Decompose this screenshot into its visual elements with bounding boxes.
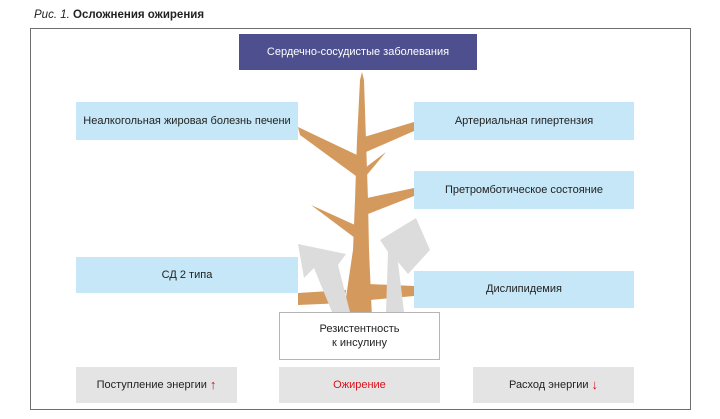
tree-branch-hypertension (364, 122, 414, 152)
box-insulin-resistance: Резистентность к инсулину (279, 312, 440, 360)
box-hypertension: Артериальная гипертензия (414, 102, 634, 140)
figure-caption: Рис. 1. Осложнения ожирения (34, 9, 204, 21)
box-cardiovascular: Сердечно-сосудистые заболевания (239, 34, 477, 70)
arrow-up-icon: ↑ (209, 376, 217, 392)
box-diabetes-label: СД 2 типа (161, 268, 213, 281)
obesity-label: Ожирение (333, 378, 386, 391)
figure-number: Рис. 1. (34, 9, 70, 21)
box-dyslipidemia-label: Дислипидемия (486, 283, 562, 296)
tree-branch-liver (298, 127, 357, 176)
grey-arrow-right (380, 218, 430, 312)
box-liver-disease: Неалкогольная жировая болезнь печени (76, 102, 298, 140)
figure-title: Осложнения ожирения (73, 9, 205, 21)
box-dyslipidemia: Дислипидемия (414, 271, 634, 308)
tree-twig-upper (365, 152, 386, 176)
box-energy-expense: Расход энергии ↓ (473, 367, 634, 403)
tree-branch-left-mid (311, 205, 355, 238)
box-liver-disease-label: Неалкогольная жировая болезнь печени (83, 114, 291, 127)
box-prothrombotic-label: Претромботическое состояние (445, 183, 603, 196)
energy-expense-label: Расход энергии (508, 378, 589, 391)
grey-arrow-left (298, 244, 350, 312)
tree-branch-prothrombotic (367, 188, 414, 214)
box-cardiovascular-label: Сердечно-сосудистые заболевания (266, 45, 450, 58)
energy-intake-label: Поступление энергии (96, 378, 207, 391)
box-insulin-line1: Резистентность (319, 322, 400, 335)
arrow-down-icon: ↓ (591, 376, 599, 392)
box-diabetes: СД 2 типа (76, 257, 298, 293)
tree-trunk (343, 72, 372, 318)
box-hypertension-label: Артериальная гипертензия (454, 114, 594, 127)
diagram-frame (30, 28, 691, 410)
box-energy-intake: Поступление энергии ↑ (76, 367, 237, 403)
box-prothrombotic: Претромботическое состояние (414, 171, 634, 209)
box-insulin-line2: к инсулину (332, 337, 387, 349)
box-obesity: Ожирение (279, 367, 440, 403)
